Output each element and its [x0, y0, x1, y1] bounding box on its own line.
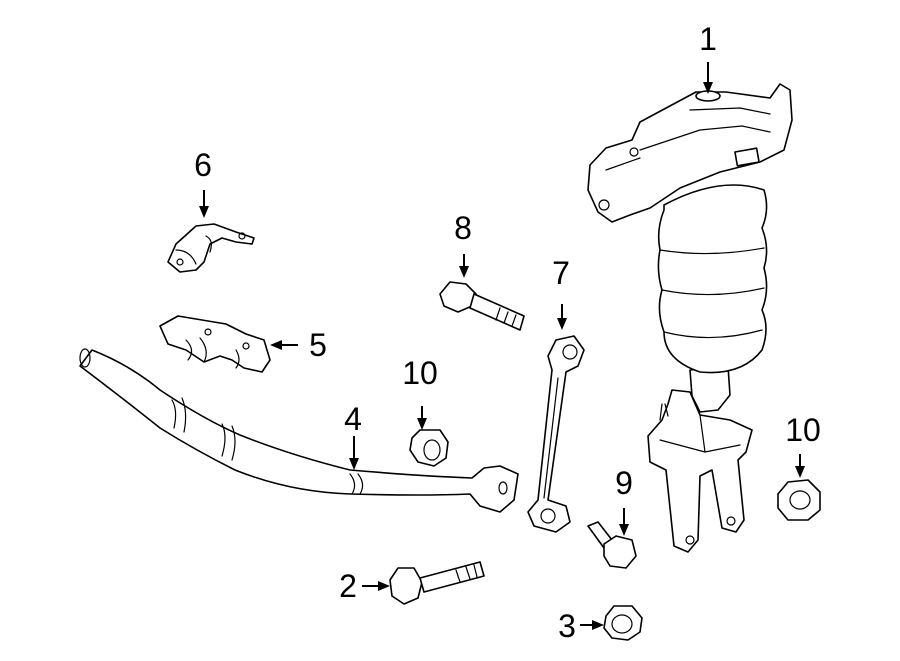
callout-9: 9 [615, 465, 633, 501]
callout-3: 3 [558, 608, 576, 644]
bushing [167, 223, 255, 273]
nut-10-left [409, 429, 449, 467]
air-strut-assembly [587, 83, 793, 553]
stabilizer-link [527, 335, 585, 533]
stabilizer-bar [79, 348, 519, 513]
nut-10-right [777, 479, 821, 521]
nut-3 [603, 605, 643, 641]
bolt-2 [389, 561, 485, 605]
callout-10-left: 10 [402, 355, 438, 391]
callout-8: 8 [454, 210, 472, 246]
callout-1: 1 [699, 21, 717, 57]
callout-7: 7 [552, 255, 570, 291]
callout-arrows [199, 62, 805, 630]
callout-6: 6 [194, 147, 212, 183]
callout-2: 2 [339, 568, 357, 604]
callout-4: 4 [344, 401, 362, 437]
bolt-9 [587, 521, 637, 569]
bolt-8 [439, 281, 525, 331]
bracket [159, 315, 271, 373]
callout-5: 5 [309, 327, 327, 363]
callout-10-right: 10 [785, 412, 821, 448]
